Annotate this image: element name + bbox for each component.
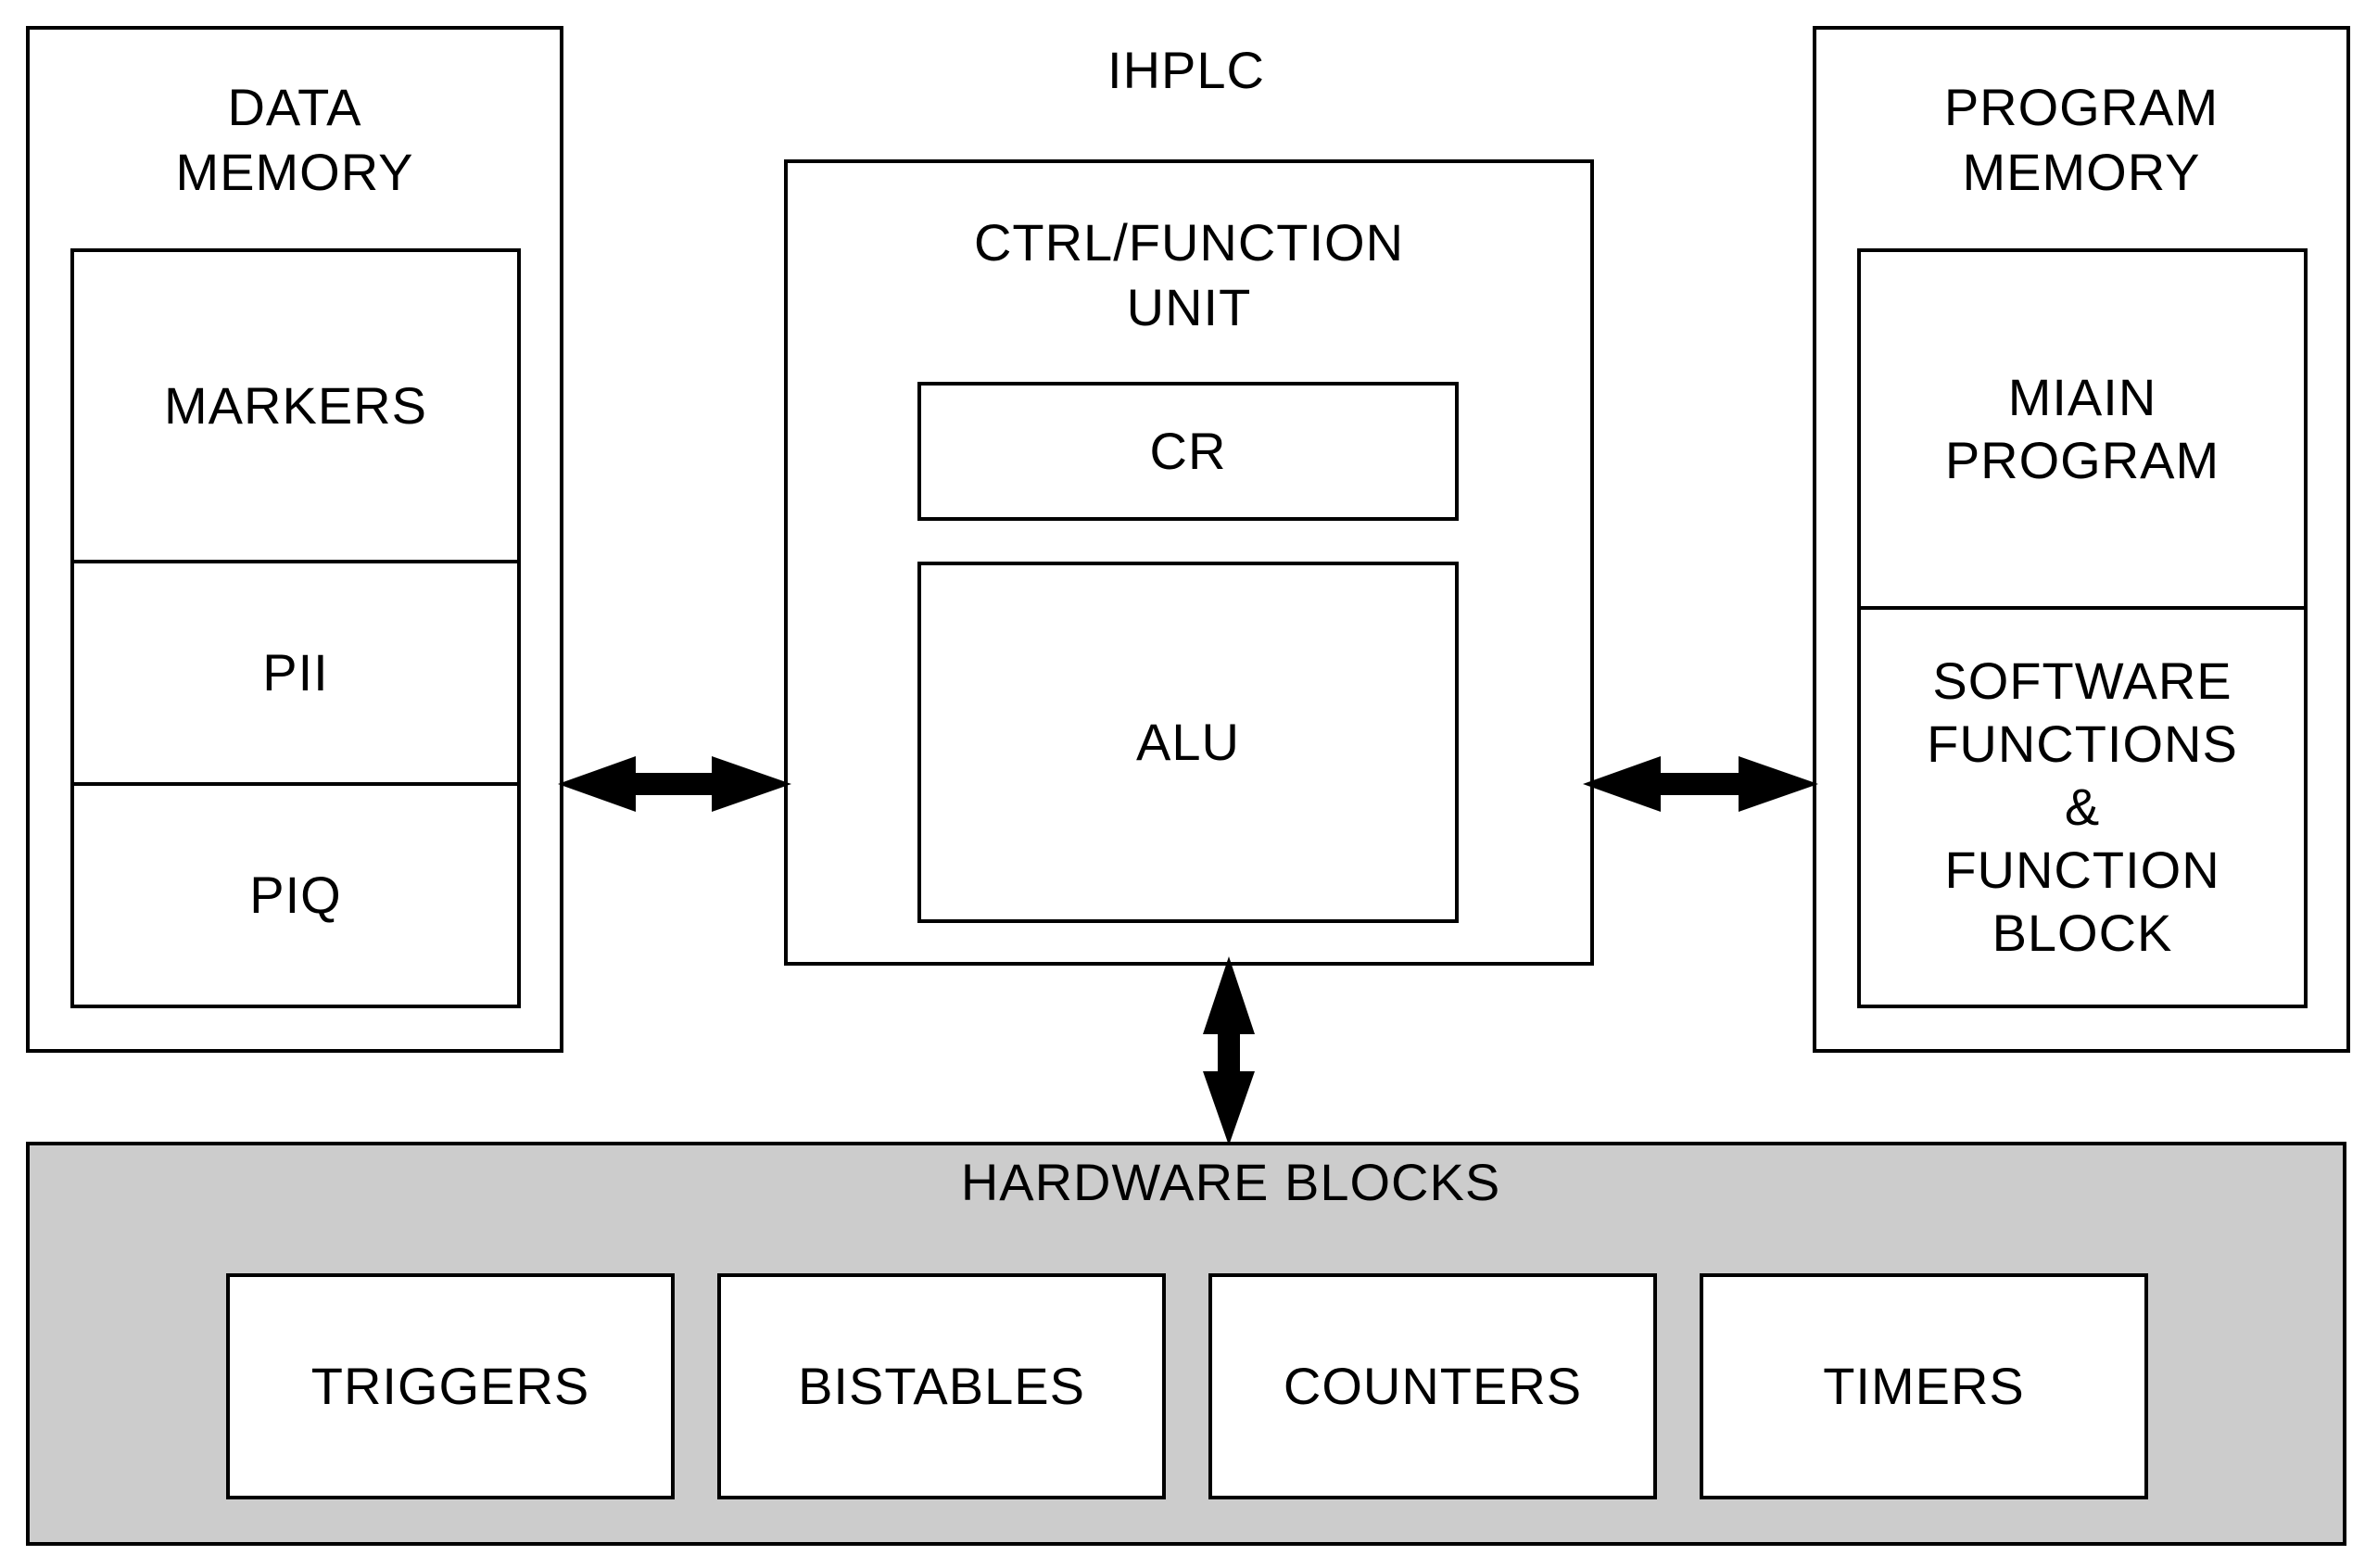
ctrl-program-bidirectional-arrow bbox=[1583, 756, 1818, 812]
program-memory-sections bbox=[1857, 248, 2308, 1008]
hardware-blocks-label: HARDWARE BLOCKS bbox=[960, 1153, 1501, 1211]
data-memory-label: DATA MEMORY bbox=[175, 78, 414, 201]
markers-section: MARKERS bbox=[164, 376, 427, 435]
triggers-block: TRIGGERS bbox=[226, 1273, 675, 1499]
data-memory-divider-2 bbox=[74, 782, 517, 786]
program-memory-divider bbox=[1861, 606, 2304, 610]
cr-block: CR bbox=[917, 382, 1459, 521]
pii-section: PII bbox=[262, 643, 329, 702]
alu-block: ALU bbox=[917, 562, 1459, 923]
ctrl-hardware-bidirectional-arrow bbox=[1203, 956, 1255, 1145]
data-memory-divider-1 bbox=[74, 560, 517, 563]
main-program-section: MIAIN PROGRAM bbox=[1944, 368, 2220, 489]
ctrl-function-unit-label: CTRL/FUNCTION UNIT bbox=[973, 213, 1405, 336]
program-memory-label: PROGRAM MEMORY bbox=[1943, 78, 2220, 201]
data-ctrl-bidirectional-arrow bbox=[558, 756, 791, 812]
software-functions-section: SOFTWARE FUNCTIONS & FUNCTION BLOCK bbox=[1927, 651, 2238, 962]
bistables-block: BISTABLES bbox=[717, 1273, 1166, 1499]
counters-block: COUNTERS bbox=[1208, 1273, 1657, 1499]
piq-section: PIQ bbox=[249, 866, 342, 924]
diagram-title: IHPLC bbox=[1107, 41, 1265, 99]
data-memory-sections bbox=[70, 248, 521, 1008]
timers-block: TIMERS bbox=[1700, 1273, 2148, 1499]
